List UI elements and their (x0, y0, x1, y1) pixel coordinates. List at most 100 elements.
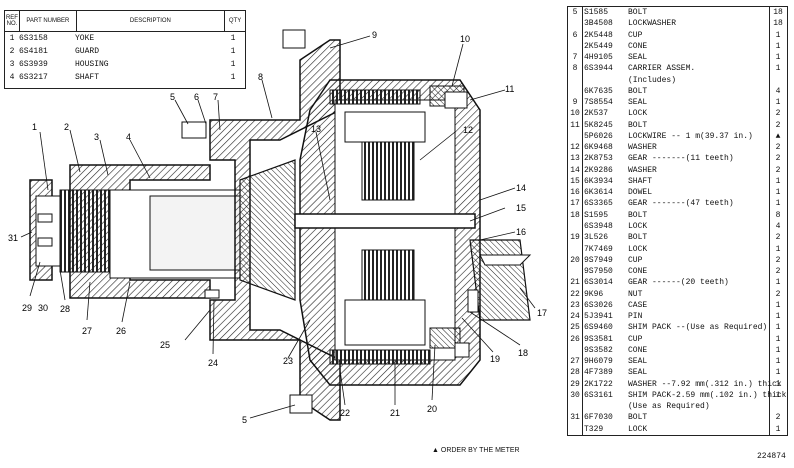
cell-desc: CUP (628, 334, 643, 344)
callout-29: 29 (22, 303, 32, 313)
cell-part: 5J3941 (584, 312, 613, 322)
cell-qty: 1 (230, 73, 236, 82)
cell-qty: 2 (775, 154, 781, 164)
cell-qty: 1 (775, 176, 781, 186)
table-row: 1 6S3158 YOKE 1 (5, 32, 245, 45)
cell-ref: 30 (570, 390, 580, 400)
cell-desc: SEAL (628, 357, 648, 367)
cell-qty: 2 (775, 267, 781, 277)
cell-part: 2K537 (584, 109, 609, 119)
cell-desc: PIN (628, 312, 643, 322)
callout-labels: 1 2 3 4 5 6 7 8 9 10 11 12 13 14 15 16 1… (8, 30, 547, 425)
column-divider (769, 7, 770, 435)
callout-10: 10 (460, 34, 470, 44)
header-desc: DESCRIPTION (77, 11, 226, 31)
cross-shaft (294, 213, 476, 229)
callout-27: 27 (82, 326, 92, 336)
header-ref: REF NO. (5, 11, 20, 31)
figure-number: 224874 (757, 452, 786, 461)
callout-25: 25 (160, 340, 170, 350)
cell-qty: ▲ (775, 131, 781, 141)
parts-table-main: REF NO. PART NUMBER DESCRIPTION QTY 1 6S… (4, 10, 246, 89)
cell-qty: 1 (775, 323, 781, 333)
callout-18: 18 (518, 348, 528, 358)
callout-5b: 5 (242, 415, 247, 425)
cell-qty: 1 (775, 41, 781, 51)
cell-desc: CONE (628, 345, 648, 355)
cell-desc: SEAL (628, 53, 648, 63)
callout-16: 16 (516, 227, 526, 237)
cell-desc: CONE (628, 41, 648, 51)
cell-ref: 24 (570, 312, 580, 322)
cell-qty: 1 (775, 188, 781, 198)
callout-4: 4 (126, 132, 131, 142)
cell-qty: 2 (775, 289, 781, 299)
cell-qty: 1 (775, 334, 781, 344)
cell-qty: 8 (775, 210, 781, 220)
cell-qty: 1 (775, 278, 781, 288)
cell-ref: 3 (9, 60, 15, 69)
table-row: (Use as Required) (568, 402, 787, 412)
cell-desc: NUT (628, 289, 643, 299)
cell-part: 5P6026 (584, 131, 613, 141)
differential-case (299, 79, 481, 386)
table-header: REF NO. PART NUMBER DESCRIPTION QTY (5, 11, 245, 32)
cell-part: 9S3582 (584, 345, 613, 355)
callout-24: 24 (208, 358, 218, 368)
cell-qty: 1 (775, 345, 781, 355)
cell-desc: GEAR -------(47 teeth) (628, 199, 734, 209)
bearings (204, 85, 479, 365)
cell-ref: 21 (570, 278, 580, 288)
order-note: ▲ ORDER BY THE METER (432, 447, 520, 454)
cell-part: 4H9105 (584, 53, 613, 63)
cell-qty: 1 (230, 60, 236, 69)
cell-part: 6S3944 (584, 64, 613, 74)
cell-ref: 9 (572, 98, 578, 108)
cell-desc: CUP (628, 255, 643, 265)
cell-part: T329 (584, 424, 604, 434)
cell-ref: 11 (570, 120, 580, 130)
cell-ref: 25 (570, 323, 580, 333)
cell-ref: 19 (570, 233, 580, 243)
cell-ref: 17 (570, 199, 580, 209)
cell-part: S1585 (584, 8, 609, 17)
cell-desc: (Use as Required) (628, 402, 710, 412)
table-row: 9S3582 CONE 1 (568, 346, 787, 356)
cell-part: 6S9460 (584, 323, 613, 333)
housing (69, 164, 241, 299)
cell-ref: 6 (572, 30, 578, 40)
cell-desc: BOLT (628, 120, 648, 130)
cell-ref: 10 (570, 109, 580, 119)
cell-ref: 31 (570, 413, 580, 423)
cell-desc: BOLT (628, 86, 648, 96)
callout-12: 12 (463, 125, 473, 135)
callout-28: 28 (60, 304, 70, 314)
cell-qty: 18 (773, 8, 783, 17)
cell-desc: YOKE (75, 34, 95, 43)
cell-qty: 2 (775, 165, 781, 175)
cell-qty: 1 (775, 300, 781, 310)
callout-8: 8 (258, 72, 263, 82)
callout-1: 1 (32, 122, 37, 132)
cell-desc: SHIM PACK --(Use as Required) (628, 323, 768, 333)
cell-part: 3B4508 (584, 19, 613, 29)
header-part: PART NUMBER (20, 11, 77, 31)
cell-qty: 2 (775, 233, 781, 243)
cell-qty: 1 (775, 357, 781, 367)
